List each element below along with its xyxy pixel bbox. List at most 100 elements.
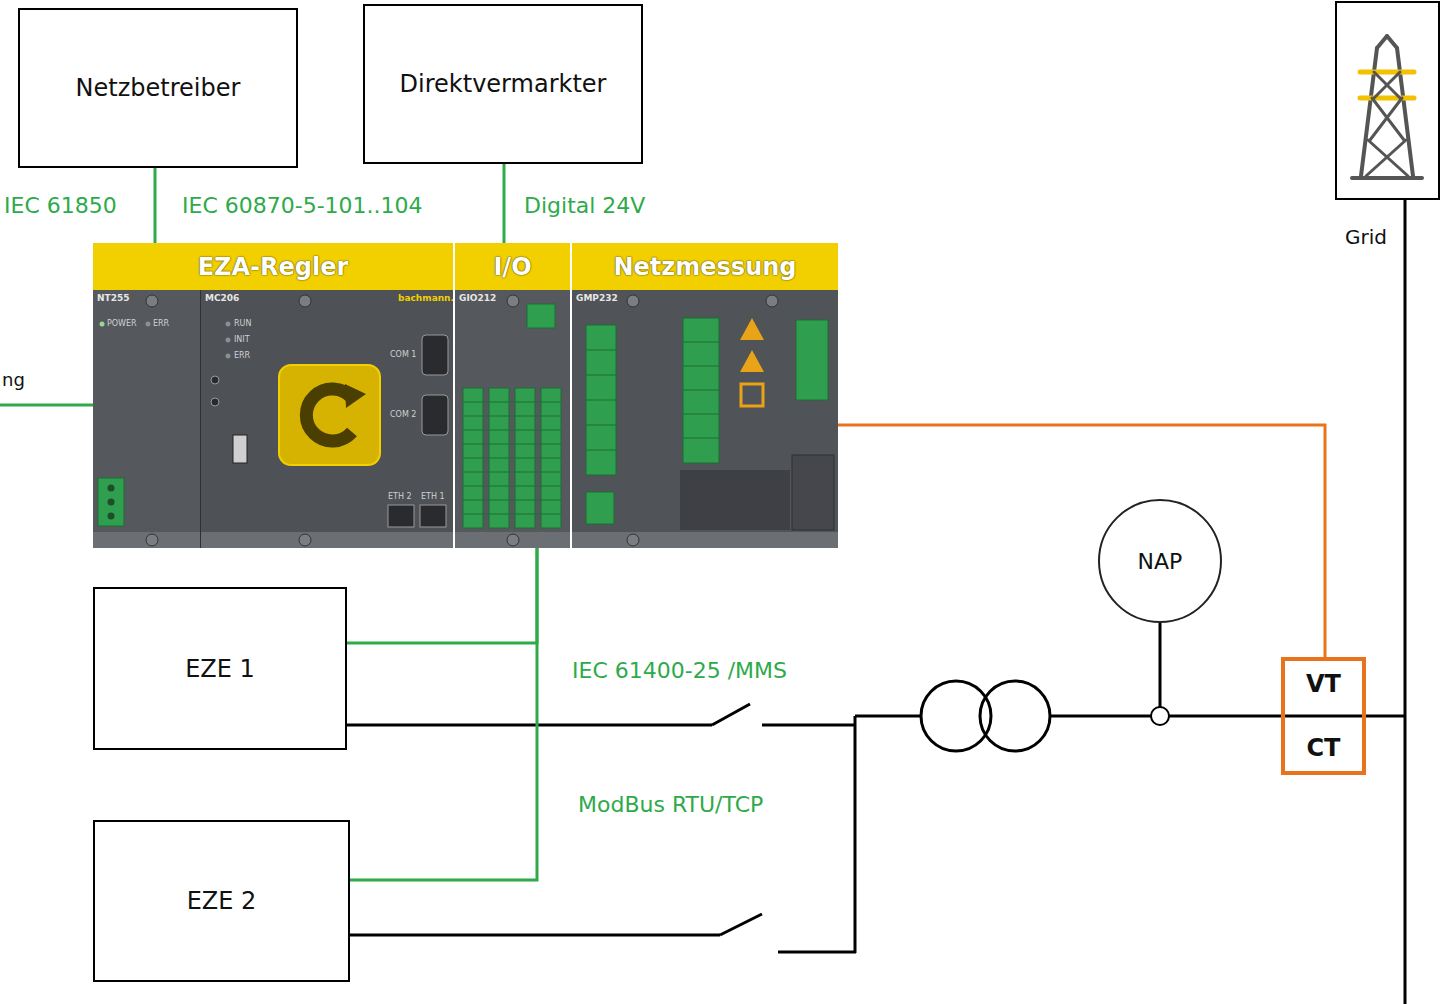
module-band: EZA-Regler [93,243,453,548]
controller-hardware-part [507,534,519,546]
controller-hardware-part [766,295,778,307]
tower-icon-part [1360,70,1414,75]
party-box: Netzbetreiber [18,8,298,168]
controller-hardware-part [108,513,115,520]
led-label: ERR [153,319,169,328]
power-wiring-part [980,681,1050,751]
protocol-label: IEC 61400-25 /MMS [572,658,787,683]
transformer-box: VTCT [1281,657,1366,775]
power-wiring-part [712,704,750,725]
controller-hardware-part [279,365,380,465]
controller-hardware-part [627,295,639,307]
controller-hardware-part [683,318,719,463]
node-label: VT [1304,670,1343,698]
power-wiring-part [855,715,921,718]
controller-hardware-part [572,532,838,548]
controller-hardware-part [627,534,639,546]
controller-hardware-part [586,492,614,524]
connector [347,548,537,643]
controller-hardware-part [200,290,201,548]
protocol-label: IEC 61850 [4,193,117,218]
tower-icon-part [1387,36,1397,48]
tower-icon-part [1374,72,1400,98]
module-band: I/O [455,243,570,548]
power-wiring-part [347,724,712,727]
controller-hardware-part [683,342,719,438]
controller-hardware-part [422,395,448,435]
led-label: POWER [107,319,137,328]
party-box: Direktvermarkter [363,4,643,164]
controller-hardware-part [740,350,764,372]
controller-hardware-part [233,435,247,463]
band-header: EZA-Regler [93,243,453,290]
unit-box: EZE 1 [93,587,347,750]
power-wiring-part [1169,715,1405,718]
tower-icon-part [1397,48,1413,176]
controller-hardware-part [146,322,151,327]
power-wiring-part [854,716,857,953]
unit-box: EZE 2 [93,820,350,982]
node-label: Netzbetreiber [76,74,241,102]
connector [503,164,506,243]
controller-hardware-part [388,505,414,527]
controller-hardware-part [455,290,570,548]
module-title: I/O [493,253,531,281]
module-title: Netzmessung [613,253,796,281]
controller-hardware-part [741,384,763,406]
power-wiring-part [762,724,856,727]
node-label: EZE 2 [187,887,257,915]
controller-hardware-part [299,534,311,546]
led-label: RUN [234,319,251,328]
module-title: EZA-Regler [198,253,349,281]
module-type: NT255 [97,293,129,303]
controller-hardware-part [226,338,231,343]
connector [154,168,157,243]
tower-icon-part [1361,48,1377,176]
tower-icon-part [1360,96,1414,101]
tower-icon-part [1352,176,1422,180]
controller-hardware [93,290,838,548]
nap-circle: NAP [1098,499,1222,623]
led-label: INIT [234,335,250,344]
controller-hardware-part [792,455,834,530]
wire-part [0,404,93,407]
controller-hardware-part [146,295,158,307]
band-header: Netzmessung [572,243,838,290]
protocol-label: ModBus RTU/TCP [578,792,763,817]
tower-icon-part [1372,98,1404,140]
controller-hardware-part [345,384,366,408]
controller-hardware-part [201,290,453,548]
power-wiring-part [1404,200,1407,1004]
module-type: MC206 [205,293,239,303]
power-wiring-part [1159,623,1162,707]
tower-icon-part [1370,98,1402,140]
port-label: COM 1 [390,350,416,359]
tower-icon-part [1377,36,1387,48]
controller-hardware-part [420,505,446,527]
controller-hardware-part [680,470,790,530]
power-wiring-part [778,951,856,954]
power-wiring-part [1050,715,1151,718]
controller-hardware-part [299,295,311,307]
power-wiring [347,200,1405,1004]
controller-hardware-part [93,532,200,548]
connector [350,548,537,880]
node-label: Grid [1345,225,1387,249]
controller-hardware-part [226,322,231,327]
protocol-label: IEC 60870-5-101..104 [182,193,423,218]
controller-hardware-part [455,532,570,548]
controller-hardware-part [507,295,519,307]
controller-hardware-part [586,350,616,450]
controller-hardware-part [100,322,105,327]
controller-hardware-part [211,376,219,384]
controller-hardware-part [586,325,616,475]
controller-hardware-part [146,534,158,546]
protocol-label: Digital 24V [524,193,645,218]
controller-hardware-part [201,532,453,548]
tower-icon-part [1374,72,1400,98]
module-band: Netzmessung [572,243,838,548]
cut-label: ng [2,370,25,391]
power-wiring-part [720,914,762,935]
connector [838,425,1325,657]
